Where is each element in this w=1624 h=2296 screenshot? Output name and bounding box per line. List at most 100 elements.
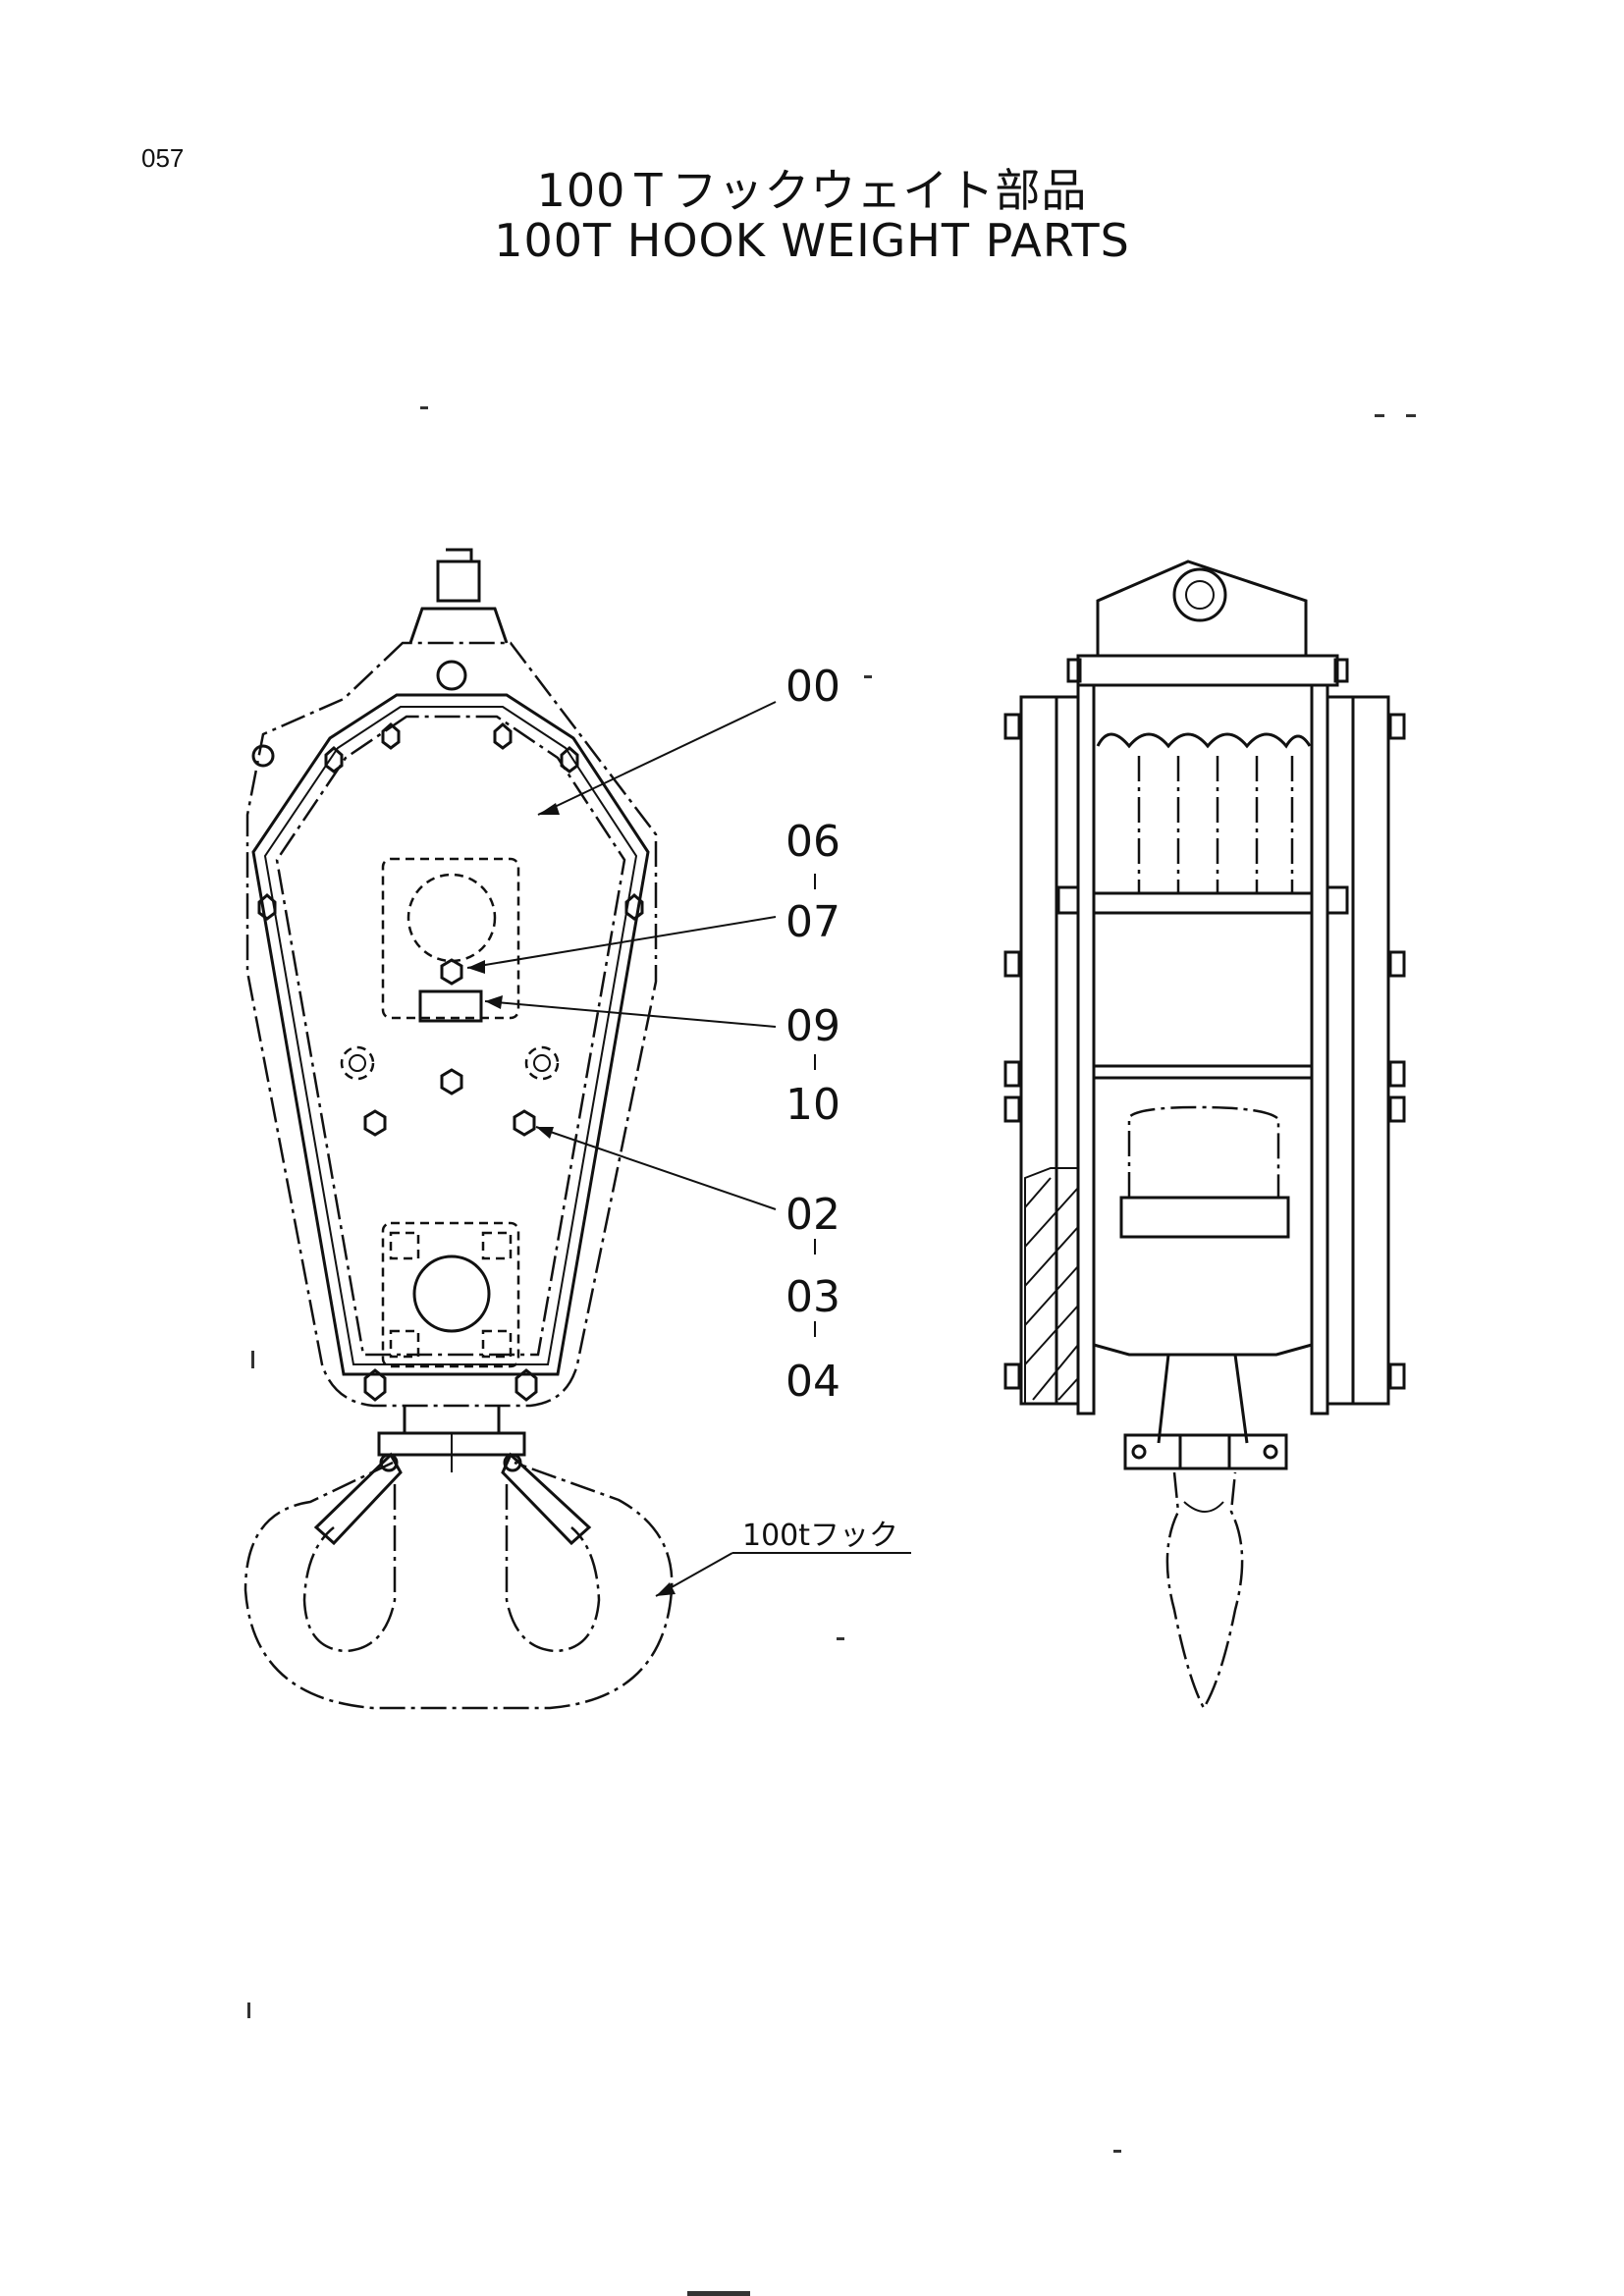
side-bolt-m2 [1326, 885, 1349, 915]
hatch-4 [1024, 1265, 1079, 1326]
lower-bolt-br [481, 1329, 513, 1359]
callout-03: 03 [785, 1272, 840, 1322]
bolt-8 [514, 1368, 538, 1402]
leader-02-arrow [536, 1127, 554, 1139]
leader-02 [535, 1126, 777, 1210]
bolt-2 [493, 722, 513, 750]
outer-plate-right [1351, 695, 1390, 1406]
upper-pin-box [381, 857, 520, 1020]
front-view [244, 548, 674, 1710]
speck-9 [687, 2291, 750, 2296]
mid-bolt-center [440, 1068, 463, 1095]
callout-10: 10 [785, 1080, 840, 1130]
speck-4 [864, 675, 872, 678]
name-plate [418, 989, 483, 1023]
inner-plate-right [1310, 683, 1329, 1415]
callout-06: 06 [785, 817, 840, 867]
bolt-1 [381, 722, 401, 750]
mid-tube [1092, 1064, 1314, 1080]
side-crosshead-pin-left [1131, 1444, 1147, 1460]
callout-09: 09 [785, 1001, 840, 1051]
side-bolt-l2 [1003, 950, 1021, 978]
speck-2 [1375, 414, 1384, 417]
side-plate-inner [263, 706, 638, 1365]
side-bolts [1003, 713, 1406, 1390]
hook-throat-right [505, 1484, 601, 1653]
side-bolt-r5 [1388, 1362, 1406, 1390]
side-bolt-r3 [1388, 1060, 1406, 1088]
lower-pin [412, 1255, 491, 1333]
mid-bolt-left [363, 1109, 387, 1137]
shank [1157, 1354, 1249, 1444]
hatch-lines [1024, 1177, 1079, 1401]
hook-link-pin-left [379, 1453, 399, 1472]
bolt-6 [624, 893, 644, 921]
leader-00 [537, 701, 777, 816]
speck-8 [1113, 2150, 1121, 2153]
mid-boss-left-core [349, 1054, 366, 1072]
hook-100t [244, 1452, 674, 1710]
speck-3 [1406, 414, 1416, 417]
side-bolt-l5 [1003, 1362, 1021, 1390]
top-crossbar [1076, 654, 1339, 687]
outer-casing [245, 641, 658, 1408]
hatch-6 [1032, 1344, 1079, 1401]
lower-bolt-bl [389, 1329, 420, 1359]
side-hook-inner [1183, 1501, 1224, 1513]
page-number: 057 [141, 143, 185, 173]
bearing-housing [1127, 1105, 1280, 1198]
sheave-profile [1096, 732, 1312, 749]
side-bolt-m1 [1056, 885, 1080, 915]
hatch-5 [1024, 1305, 1079, 1365]
side-crosshead [1123, 1433, 1288, 1470]
lower-bolt-tr [481, 1231, 513, 1260]
grease-nipple [440, 958, 463, 986]
scan-specks [247, 406, 1416, 2296]
leader-09 [484, 1000, 777, 1028]
bolt-4 [560, 746, 579, 774]
mid-boss-right [524, 1045, 560, 1081]
outer-plate-left [1019, 695, 1058, 1406]
hatch-3 [1024, 1226, 1079, 1287]
top-eye [1172, 567, 1227, 622]
leader-09-arrow [485, 995, 503, 1009]
side-bolt-l4 [1003, 1095, 1021, 1123]
title-english: 100T HOOK WEIGHT PARTS [494, 214, 1130, 267]
side-bolt-l3 [1003, 1060, 1021, 1088]
callout-04: 04 [785, 1357, 840, 1407]
bolt-3 [324, 746, 344, 774]
hatch-1 [1024, 1177, 1052, 1208]
edge-bolts [257, 722, 644, 1402]
speck-1 [420, 406, 428, 409]
lower-pin-box [381, 1221, 520, 1368]
bolt-5 [257, 893, 277, 921]
hook-arm-left [313, 1452, 403, 1546]
leader-hook-arrow [656, 1582, 676, 1596]
speck-7 [247, 2002, 250, 2018]
hook-outline [244, 1461, 674, 1710]
hatch-7 [1057, 1377, 1079, 1401]
top-boss [408, 607, 509, 644]
speck-5 [251, 1351, 254, 1368]
top-eye-inner [1185, 580, 1215, 610]
speck-6 [837, 1637, 844, 1640]
bolt-7 [363, 1368, 387, 1402]
mid-bolt-right [513, 1109, 536, 1137]
hatch-2 [1024, 1187, 1079, 1248]
side-crosshead-center [1178, 1433, 1231, 1470]
side-crosshead-pin-right [1263, 1444, 1278, 1460]
lower-bolt-tl [389, 1231, 420, 1260]
sheave-base [1092, 891, 1314, 915]
side-bolt-l1 [1003, 713, 1021, 740]
mid-boss-left [340, 1045, 375, 1081]
inner-plate-left [1076, 683, 1096, 1415]
top-pin-hole [436, 660, 467, 691]
hook-label: 100tフック [742, 1519, 898, 1553]
side-plate [251, 693, 650, 1376]
upper-pin [406, 873, 497, 963]
hook-link-pin-right [503, 1453, 522, 1472]
side-plate-guard [275, 715, 626, 1357]
leader-lines [466, 701, 911, 1597]
top-pin [436, 548, 481, 603]
